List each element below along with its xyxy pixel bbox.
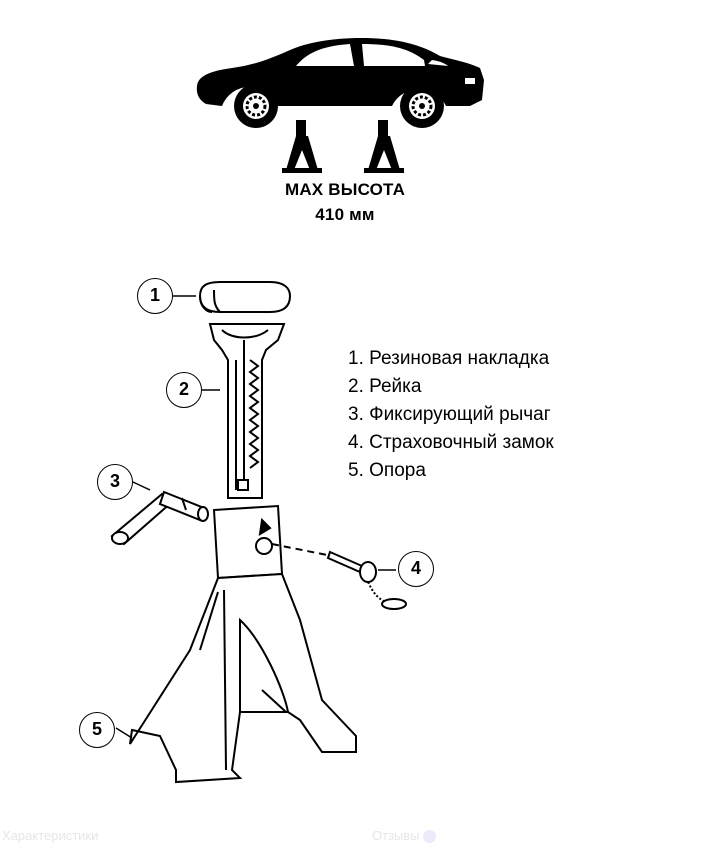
legend-item: 3. Фиксирующий рычаг — [348, 404, 551, 425]
tab-characteristics[interactable]: Характеристики — [2, 828, 99, 843]
callout-4: 4 — [398, 551, 434, 587]
rack — [208, 323, 286, 499]
legend-item: 4. Страховочный замок — [348, 432, 554, 453]
support-base — [129, 504, 357, 784]
legend-item: 2. Рейка — [348, 376, 422, 397]
legend-item: 5. Опора — [348, 460, 426, 481]
leader-lines — [115, 295, 396, 739]
max-height-label: MAX ВЫСОТА — [284, 180, 406, 199]
car-icon — [196, 38, 484, 128]
callout-2: 2 — [166, 372, 202, 408]
max-height-value: 410 мм — [315, 205, 375, 224]
rubber-pad — [198, 281, 292, 313]
tab-reviews-label: Отзывы — [372, 828, 420, 843]
callout-1: 1 — [137, 278, 173, 314]
tab-reviews[interactable]: Отзывы — [372, 822, 436, 850]
reviews-badge-icon — [422, 830, 436, 844]
locking-lever — [110, 490, 209, 546]
safety-lock — [271, 543, 407, 610]
jack-stand-icon — [282, 120, 404, 173]
parts-legend: 1. Резиновая накладка 2. Рейка 3. Фиксир… — [348, 345, 554, 485]
callout-3: 3 — [97, 464, 133, 500]
legend-item: 1. Резиновая накладка — [348, 348, 550, 369]
callout-5: 5 — [79, 712, 115, 748]
